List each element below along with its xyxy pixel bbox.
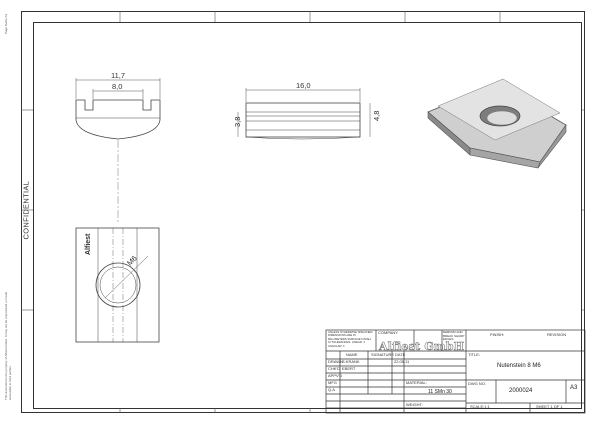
dim-side-height-left: 3,8 [233, 117, 242, 127]
drawing-frame [33, 22, 582, 409]
dim-front-inner-width: 8,0 [112, 82, 122, 91]
drawing-sheet-border [21, 11, 585, 413]
bottom-view [75, 227, 160, 343]
tb-scale-label: SCALE:1:1 [470, 404, 490, 409]
tb-title-value: Nutenstein 8 M6 [497, 363, 541, 369]
frame-zone-ticks [21, 11, 585, 413]
tb-row-mfg: MFG [328, 380, 337, 385]
tb-title-label: TITLE: [468, 352, 481, 357]
tb-col-signature: SIGNATURE [371, 352, 395, 357]
side-view-dimension-lines [237, 88, 371, 137]
tb-size-value: A3 [570, 385, 578, 391]
tb-row-chkd: CHK'D [328, 366, 341, 371]
tb-company-info: UNLESS OTHERWISE SPECIFIED: DIMENSIONS A… [328, 330, 374, 348]
dim-front-outer-width: 11,7 [111, 71, 125, 80]
tb-weight-label: WEIGHT: [406, 402, 423, 407]
front-view-dimension-lines [75, 78, 161, 99]
part-marking: Alfiest [85, 233, 92, 255]
title-block-grid [325, 329, 586, 414]
tb-chkd-name: EBERT [342, 366, 356, 371]
company-logo: Alfiest GmbH [379, 340, 465, 354]
tb-col-date: DATE [395, 352, 406, 357]
tb-row-qa: Q.A [328, 387, 335, 392]
dim-side-height-right: 4,8 [372, 111, 381, 121]
tb-drawn-name: S.KRANK [342, 359, 360, 364]
tb-col-name: NAME [346, 352, 358, 357]
tb-row-appvd: APPV'D [328, 373, 343, 378]
isometric-view [427, 78, 567, 169]
tb-company-label: COMPANY [378, 330, 398, 335]
tb-finish-label: FINISH: [490, 332, 505, 337]
front-view [75, 99, 161, 140]
side-view [245, 102, 361, 140]
tb-deburr-note: DEBURR AND BREAK SHARP EDGES [443, 330, 465, 342]
thread-leader [104, 255, 149, 299]
dim-side-length: 16,0 [296, 81, 311, 90]
tb-drawn-date: 22.05.11 [394, 359, 410, 364]
tb-dwgno-value: 2000024 [509, 388, 533, 394]
tb-row-drawn: DRAWN [328, 359, 343, 364]
tb-material-label: MATERIAL: [406, 380, 427, 385]
tb-dwgno-label: DWG NO. [468, 381, 486, 386]
tb-material-value: 11 SMn 30 [428, 389, 452, 395]
tb-sheet-label: SHEET 1 OF 1 [536, 404, 563, 409]
tb-revision-label: REVISION [547, 332, 567, 337]
